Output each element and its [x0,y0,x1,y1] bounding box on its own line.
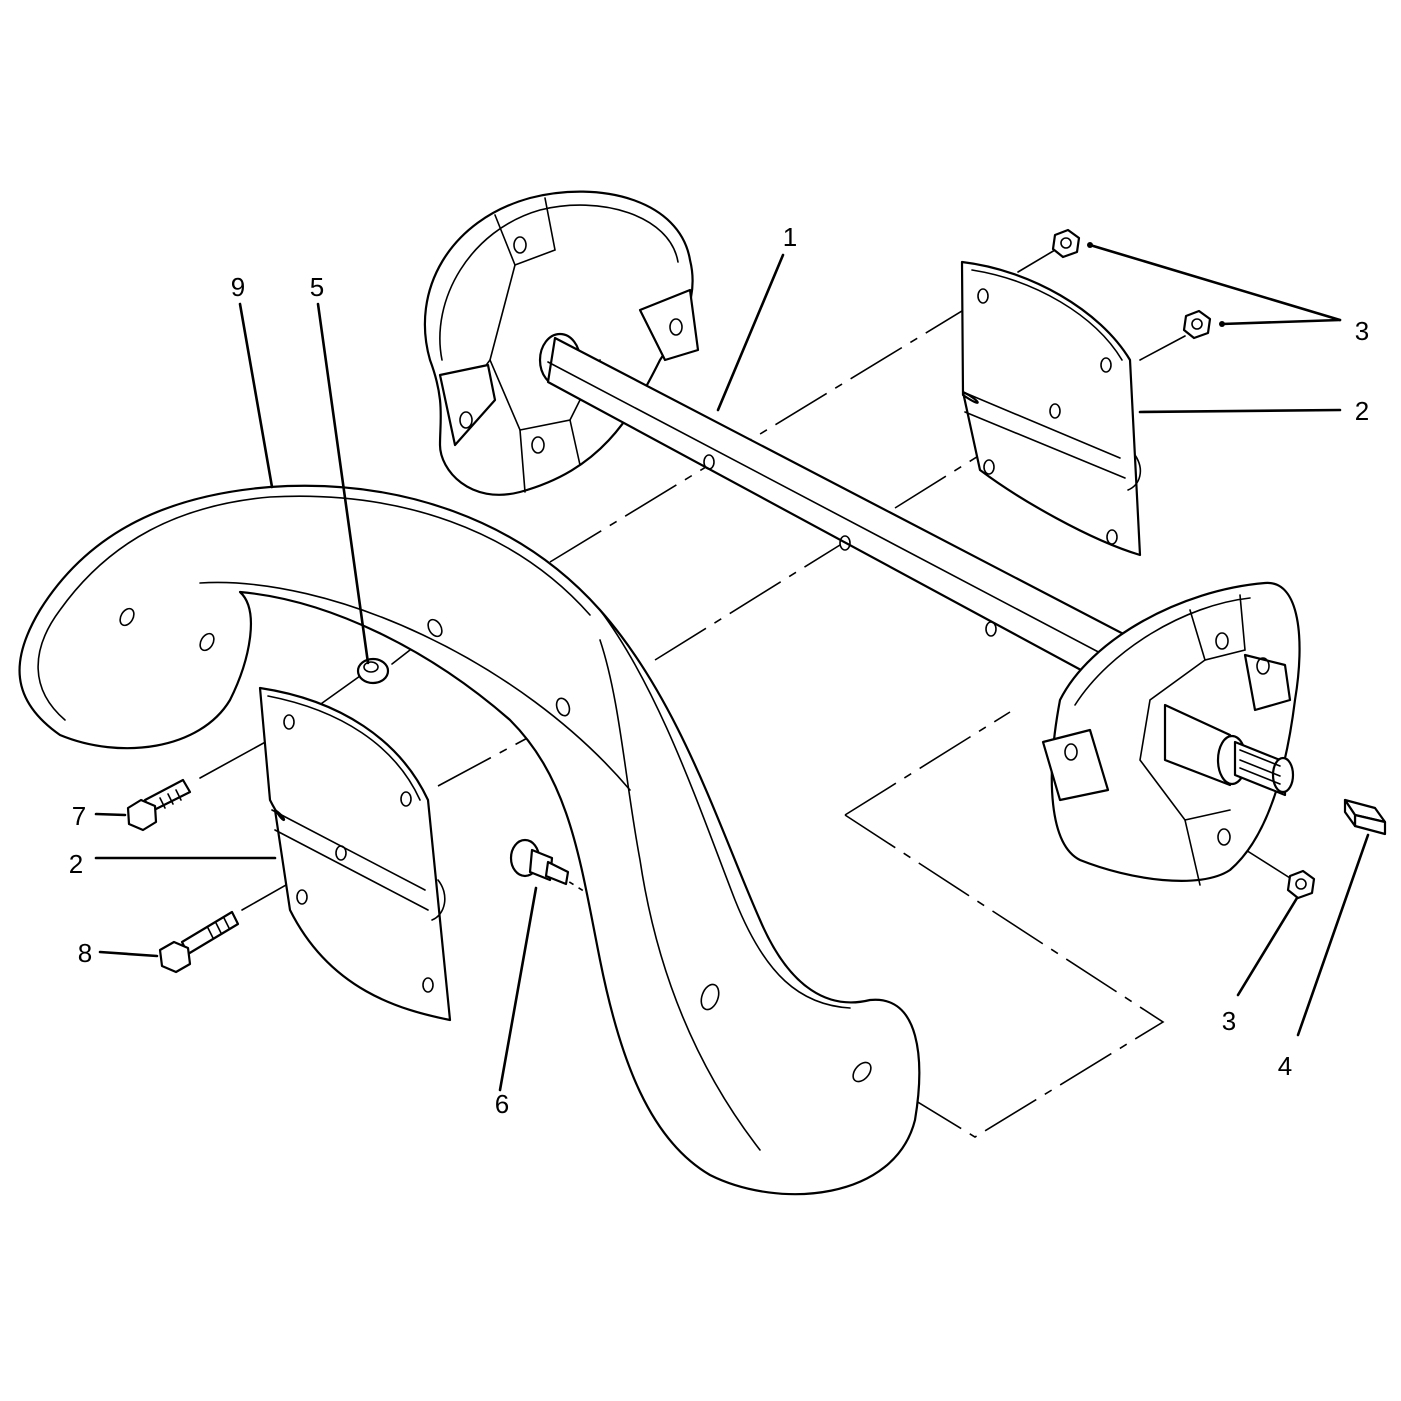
callout-3-lower: 3 [1222,1006,1236,1036]
callout-3-upper: 3 [1355,316,1369,346]
callout-2-lower: 2 [69,849,83,879]
hex-nut-upper-a-part-3 [1051,228,1081,259]
hex-nut-lower-part-3 [1286,869,1316,900]
callout-1: 1 [783,222,797,252]
auger-shaft-part-1 [423,190,1301,886]
spacer-part-5 [356,657,390,685]
shoulder-bolt-part-6 [509,838,570,886]
callout-7: 7 [72,801,86,831]
paddle-upper-part-2 [960,260,1142,557]
callout-8: 8 [78,938,92,968]
paddle-lower-part-2 [258,686,452,1022]
callout-6: 6 [495,1089,509,1119]
long-bolt-part-8 [158,910,240,974]
callout-9: 9 [231,272,245,302]
callout-5: 5 [310,272,324,302]
short-bolt-part-7 [126,778,192,832]
callout-2-upper: 2 [1355,396,1369,426]
callout-4: 4 [1278,1051,1292,1081]
leader-lines [94,242,1370,1092]
auger-blade-part-9 [18,484,921,1196]
hex-nut-upper-b-part-3 [1182,309,1212,340]
shaft-key-part-4 [1343,798,1387,836]
